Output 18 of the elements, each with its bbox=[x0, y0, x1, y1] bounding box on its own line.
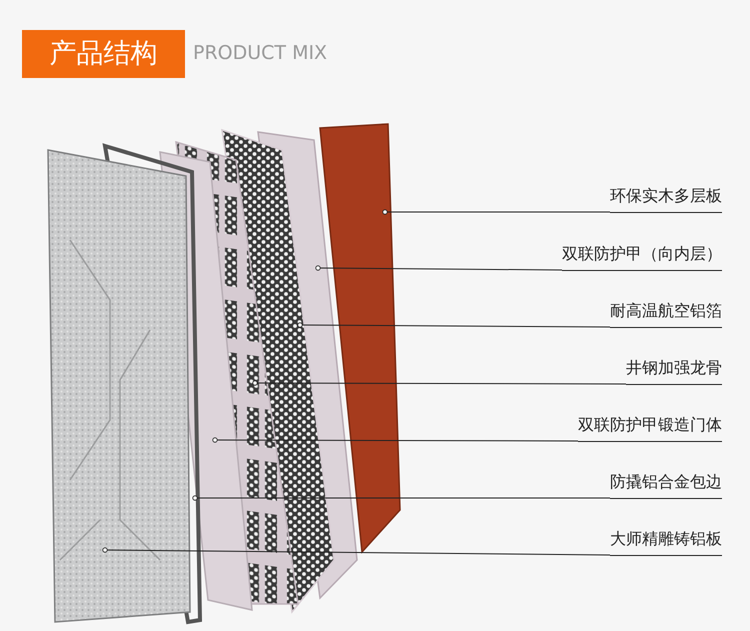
part-label: 井钢加强龙骨 bbox=[626, 358, 722, 385]
part-label: 防撬铝合金包边 bbox=[610, 472, 722, 499]
leader-line bbox=[102, 547, 610, 556]
part-label: 环保实木多层板 bbox=[610, 186, 722, 213]
part-label: 双联防护甲锻造门体 bbox=[578, 415, 722, 442]
leader-line bbox=[192, 495, 610, 501]
part-label: 大师精雕铸铝板 bbox=[610, 529, 722, 556]
title-banner: 产品结构 bbox=[22, 30, 185, 78]
subtitle: PRODUCT MIX bbox=[193, 41, 328, 65]
leader-line bbox=[382, 209, 610, 215]
cast-panel bbox=[47, 149, 191, 623]
leader-line bbox=[297, 322, 610, 328]
wood-panel bbox=[319, 123, 401, 554]
leader-line bbox=[252, 380, 626, 386]
part-label: 耐高温航空铝箔 bbox=[610, 301, 722, 328]
part-label: 双联防护甲（向内层） bbox=[562, 244, 722, 271]
leader-line bbox=[212, 437, 578, 443]
leader-line bbox=[315, 265, 562, 271]
